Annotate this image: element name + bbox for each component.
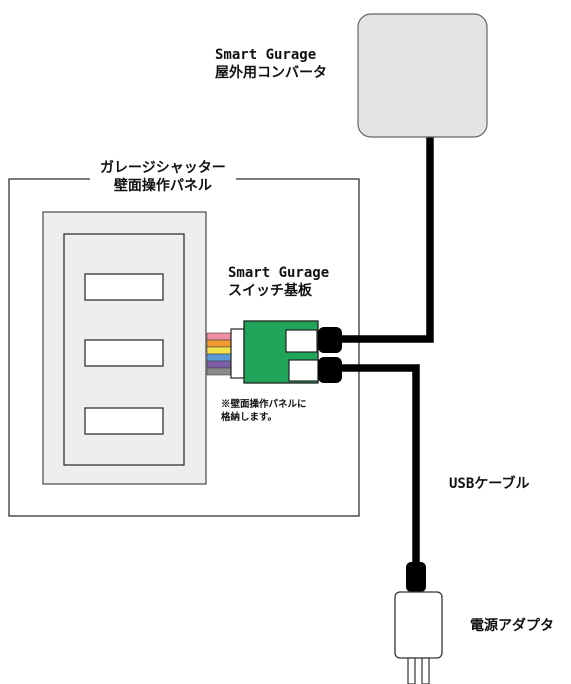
switch-board-label-line1: Smart Gurage <box>228 265 330 281</box>
board-left-connector <box>230 328 245 379</box>
storage-note: ※壁面操作パネルに 格納します。 <box>221 399 307 425</box>
converter-cable <box>335 137 434 343</box>
board-port-top <box>285 329 318 353</box>
switch-plate <box>42 211 207 485</box>
switch-board <box>230 320 342 384</box>
wall-panel-title-line2: 壁面操作パネル <box>113 177 212 194</box>
plug-bottom <box>318 357 342 383</box>
power-adapter <box>394 562 443 684</box>
ribbon-wire <box>206 367 233 376</box>
power-adapter-label: 電源アダプタ <box>470 618 554 634</box>
ribbon-wire <box>206 353 233 362</box>
switch-board-label-line2: スイッチ基板 <box>228 282 312 299</box>
converter-label-line1: Smart Gurage <box>215 47 317 63</box>
adapter-prong-left <box>407 657 416 684</box>
adapter-body <box>394 591 443 659</box>
ribbon-wire <box>206 346 233 355</box>
plug-top <box>318 327 342 353</box>
ribbon-wire <box>206 332 233 341</box>
storage-note-line1: ※壁面操作パネルに <box>221 399 307 410</box>
switch-slot-top <box>84 273 164 301</box>
adapter-cable-boot <box>406 562 426 592</box>
switch-slot-bottom <box>84 407 164 435</box>
cables <box>335 137 434 566</box>
board-port-bottom <box>288 359 319 382</box>
storage-note-line2: 格納します。 <box>221 411 278 423</box>
wall-panel-title-line1: ガレージシャッター <box>100 160 226 176</box>
wall-panel-title: ガレージシャッター 壁面操作パネル <box>90 160 236 195</box>
adapter-prong-right <box>421 657 430 684</box>
converter-label: Smart Gurage 屋外用コンバータ <box>215 47 327 82</box>
usb-cable <box>335 364 420 566</box>
ribbon-wire <box>206 360 233 369</box>
outdoor-converter-box <box>357 13 488 138</box>
switch-slot-middle <box>84 339 164 367</box>
ribbon-cable <box>206 332 233 376</box>
ribbon-wire <box>206 339 233 348</box>
switch-board-label: Smart Gurage スイッチ基板 <box>228 265 329 300</box>
converter-label-line2: 屋外用コンバータ <box>215 64 327 81</box>
usb-cable-label: USBケーブル <box>449 476 530 492</box>
